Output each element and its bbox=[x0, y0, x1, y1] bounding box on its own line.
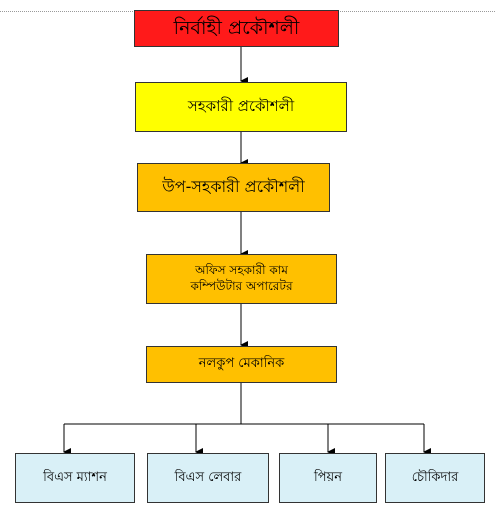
node-guard-label: চৌকিদার bbox=[411, 469, 459, 485]
node-assistant-engineer-label: সহকারী প্রকৌশলী bbox=[187, 97, 295, 116]
node-sub-assistant-engineer-label: উপ-সহকারী প্রকৌশলী bbox=[162, 177, 305, 197]
node-bs-labor: বিএস লেবার bbox=[147, 453, 269, 503]
node-office-assistant-label: অফিস সহকারী কাম কম্পিউটার অপারেটর bbox=[190, 263, 293, 293]
node-peon-label: পিয়ন bbox=[314, 469, 342, 485]
node-assistant-engineer: সহকারী প্রকৌশলী bbox=[135, 82, 347, 132]
node-bs-mason: বিএস ম্যাশন bbox=[15, 453, 135, 503]
node-tubewell-mechanic: নলকুপ মেকানিক bbox=[146, 346, 337, 383]
node-bs-labor-label: বিএস লেবার bbox=[174, 469, 242, 485]
node-sub-assistant-engineer: উপ-সহকারী প্রকৌশলী bbox=[137, 163, 330, 212]
node-peon: পিয়ন bbox=[279, 453, 377, 503]
node-tubewell-mechanic-label: নলকুপ মেকানিক bbox=[198, 356, 285, 372]
node-bs-mason-label: বিএস ম্যাশন bbox=[43, 469, 107, 485]
node-executive-engineer: নির্বাহী প্রকৌশলী bbox=[134, 10, 339, 47]
node-guard: চৌকিদার bbox=[385, 453, 485, 503]
node-executive-engineer-label: নির্বাহী প্রকৌশলী bbox=[173, 17, 300, 40]
node-office-assistant: অফিস সহকারী কাম কম্পিউটার অপারেটর bbox=[146, 254, 337, 304]
